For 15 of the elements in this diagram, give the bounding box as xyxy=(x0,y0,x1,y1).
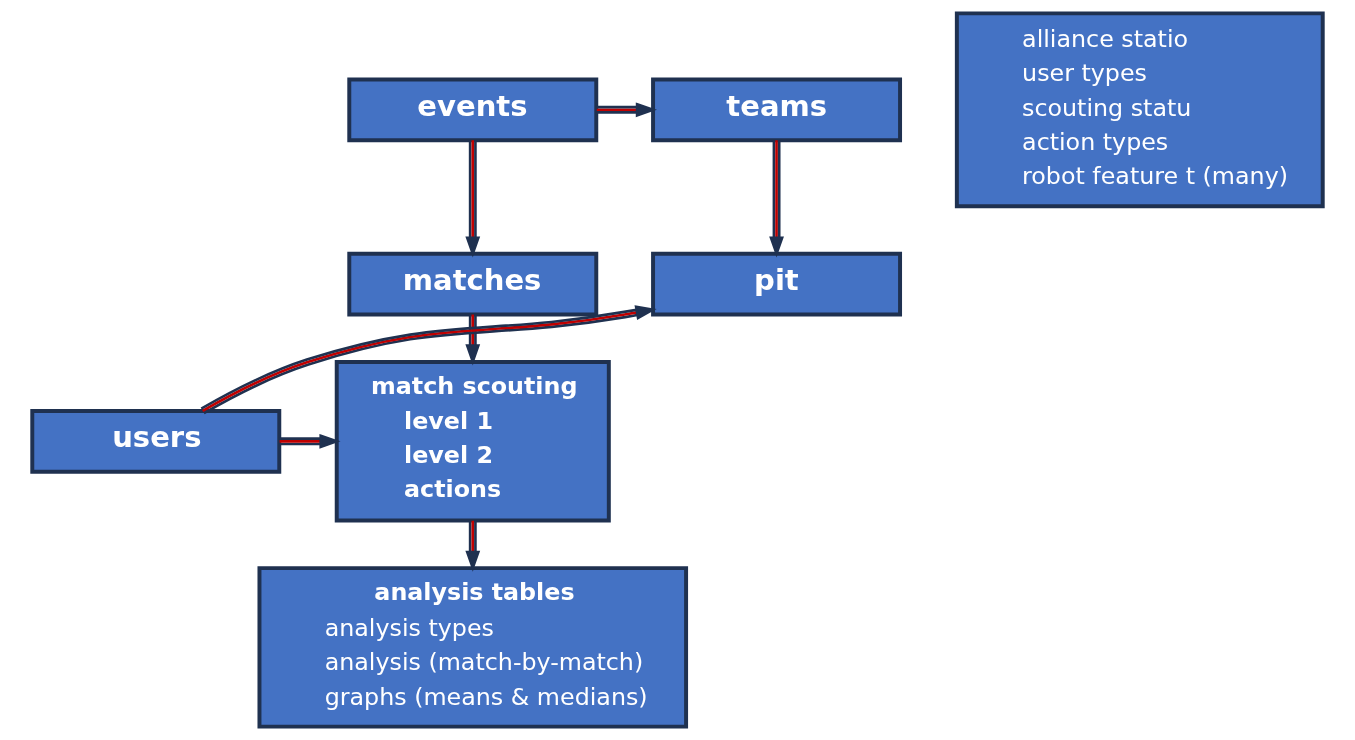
node-box: match scouting level 1 level 2 actions xyxy=(334,360,611,523)
node-box: teams xyxy=(651,77,903,143)
arrow xyxy=(279,433,341,449)
node-box: users xyxy=(30,408,282,474)
arrow xyxy=(200,305,657,415)
node-box: pit xyxy=(651,251,903,317)
node-box: events xyxy=(347,77,599,143)
arrow xyxy=(465,520,481,572)
node-box: alliance statio user types scouting statu action types robot feature t (many) xyxy=(954,11,1325,209)
arrow xyxy=(769,140,784,258)
node-box: analysis tables analysis types analysis (match-by-match) graphs (means & medians) xyxy=(257,566,689,729)
arrow xyxy=(596,102,657,118)
arrow xyxy=(465,140,481,258)
node-box: matches xyxy=(347,251,599,317)
arrow xyxy=(465,314,481,366)
